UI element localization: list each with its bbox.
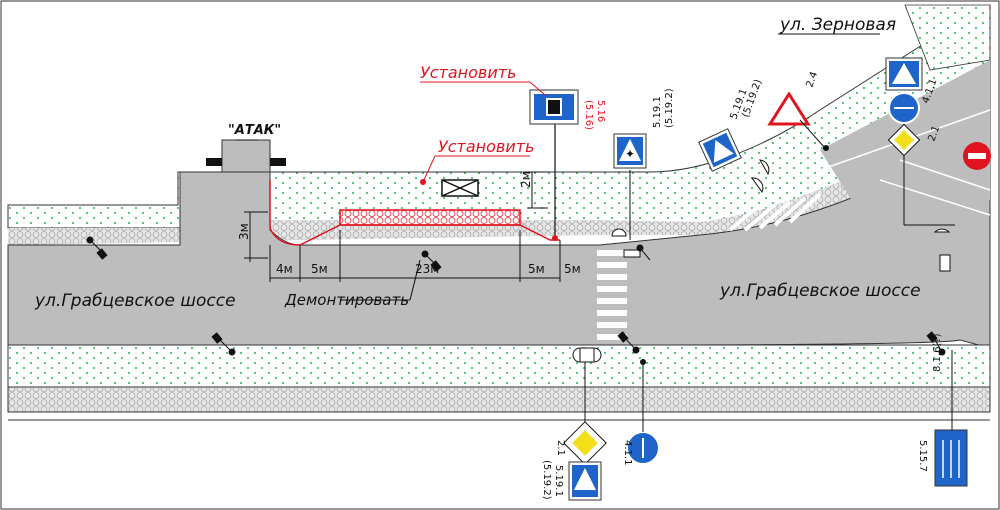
- street-main-left: ул.Грабцевское шоссе: [34, 291, 236, 311]
- building-name: "АТАК": [228, 123, 281, 138]
- install-leader: [422, 155, 436, 183]
- code-pole-right: 8.1.6(?): [932, 333, 943, 372]
- side-signs: [885, 57, 955, 226]
- code-priority-south: 2.1: [555, 440, 566, 456]
- traffic-light-b: [611, 228, 641, 258]
- yield-sign: [767, 91, 829, 151]
- code-yield: 2.4: [804, 70, 820, 89]
- no-entry-sign: [963, 142, 991, 170]
- barrier-box: [441, 179, 479, 197]
- lane-sign: [934, 350, 968, 487]
- code-crossing-south: 5.19.1: [553, 465, 564, 497]
- install-sign-note: Установить: [420, 63, 517, 82]
- sign-crossing-north: ✦: [613, 133, 647, 240]
- code-priority-right: 2.1: [926, 124, 942, 143]
- atak-entrance: [221, 139, 271, 173]
- dismantle-outline: [269, 180, 560, 246]
- traffic-light-a: [572, 347, 602, 363]
- code-5-16: 5.16: [595, 100, 606, 122]
- dim-5m-a: 5м: [311, 262, 328, 276]
- south-verge: [7, 344, 991, 388]
- install-barrier-note: Установить: [438, 137, 535, 156]
- code-crossing-north-old: (5.19.2): [664, 88, 675, 128]
- svg-text:✦: ✦: [625, 147, 635, 161]
- code-round-south: 4.1.1: [622, 440, 633, 465]
- traffic-light-d: [933, 228, 951, 272]
- atak-markers: [206, 158, 286, 166]
- code-5-16-old: (5.16): [583, 100, 594, 130]
- street-lamps: [86, 236, 946, 356]
- dim-23m: 23м: [415, 262, 439, 276]
- new-parking-curb: [339, 209, 521, 226]
- south-signs: [563, 359, 660, 501]
- code-crossing-north: 5.19.1: [652, 96, 663, 128]
- dim-2m: 2м: [519, 171, 533, 188]
- code-crossing-south-old: (5.19.2): [541, 460, 552, 500]
- code-lanes-right: 5.15.7: [917, 440, 928, 472]
- dim-3m: 3м: [237, 223, 251, 240]
- sign-crossing-ne: [698, 128, 742, 172]
- dim-4m: 4м: [276, 262, 293, 276]
- sign-5-16: [529, 89, 579, 241]
- traffic-light-c: [751, 159, 770, 194]
- dim-5m-b: 5м: [528, 262, 545, 276]
- dim-5m-c: 5м: [564, 262, 581, 276]
- south-cobble: [7, 386, 991, 413]
- dismantle-note: Демонтировать: [284, 291, 409, 309]
- street-main-right: ул.Грабцевское шоссе: [719, 281, 921, 301]
- crosswalk-main: [597, 250, 627, 340]
- crosswalk-side: [728, 192, 822, 232]
- street-side: ул. Зерновая: [779, 15, 896, 35]
